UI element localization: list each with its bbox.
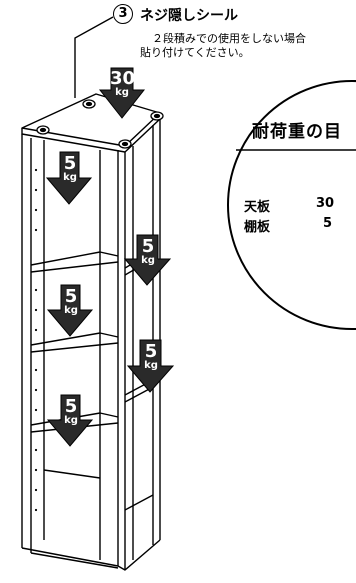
shelf-load-label: 5 kg bbox=[139, 343, 163, 371]
down-arrow-icon bbox=[98, 67, 146, 119]
callout-note-line1: ２段積みでの使用をしない場合 bbox=[152, 32, 306, 45]
load-table-part: 天板 bbox=[244, 200, 271, 215]
callout-leader-line bbox=[74, 16, 114, 98]
shelf-right-3 bbox=[124, 494, 154, 511]
top-load-unit: kg bbox=[115, 87, 129, 98]
shelf-load-unit: kg bbox=[63, 172, 77, 183]
down-arrow-icon bbox=[45, 151, 93, 205]
shelf-pin-holes bbox=[34, 168, 38, 512]
shelf-load-value: 5 bbox=[144, 341, 158, 362]
shelf-load-value: 5 bbox=[64, 396, 78, 417]
callout-note-line2: 貼り付けてください。 bbox=[140, 46, 250, 59]
shelf-load-unit: kg bbox=[64, 305, 78, 316]
load-table-title: 耐荷重の目 bbox=[252, 122, 342, 142]
shelf-load-unit: kg bbox=[144, 360, 158, 371]
callout-title: ネジ隠しシール bbox=[140, 8, 238, 24]
load-table-circle bbox=[227, 80, 356, 330]
shelf-load-label: 5 kg bbox=[60, 398, 82, 426]
load-table-value: 5 bbox=[323, 216, 333, 231]
top-load-value: 30 bbox=[110, 68, 136, 89]
down-arrow-icon bbox=[123, 234, 172, 286]
load-table-part: 棚板 bbox=[244, 220, 271, 235]
top-load-label: 30 kg bbox=[110, 68, 136, 98]
bottom-board bbox=[21, 539, 161, 571]
shelf-load-unit: kg bbox=[141, 255, 155, 266]
callout-number-badge: 3 bbox=[113, 4, 133, 24]
down-arrow-icon bbox=[126, 339, 175, 393]
shelf-load-value: 5 bbox=[63, 153, 77, 174]
down-arrow-icon bbox=[46, 394, 94, 447]
shelf-load-unit: kg bbox=[64, 415, 78, 426]
shelf-load-label: 5 kg bbox=[60, 288, 82, 316]
shelf-load-label: 5 kg bbox=[59, 155, 81, 183]
load-table-value: 30 bbox=[316, 196, 335, 211]
down-arrow-icon bbox=[46, 284, 94, 337]
shelf-load-label: 5 kg bbox=[136, 238, 160, 266]
shelf-load-value: 5 bbox=[64, 286, 78, 307]
shelf-load-value: 5 bbox=[141, 236, 155, 257]
